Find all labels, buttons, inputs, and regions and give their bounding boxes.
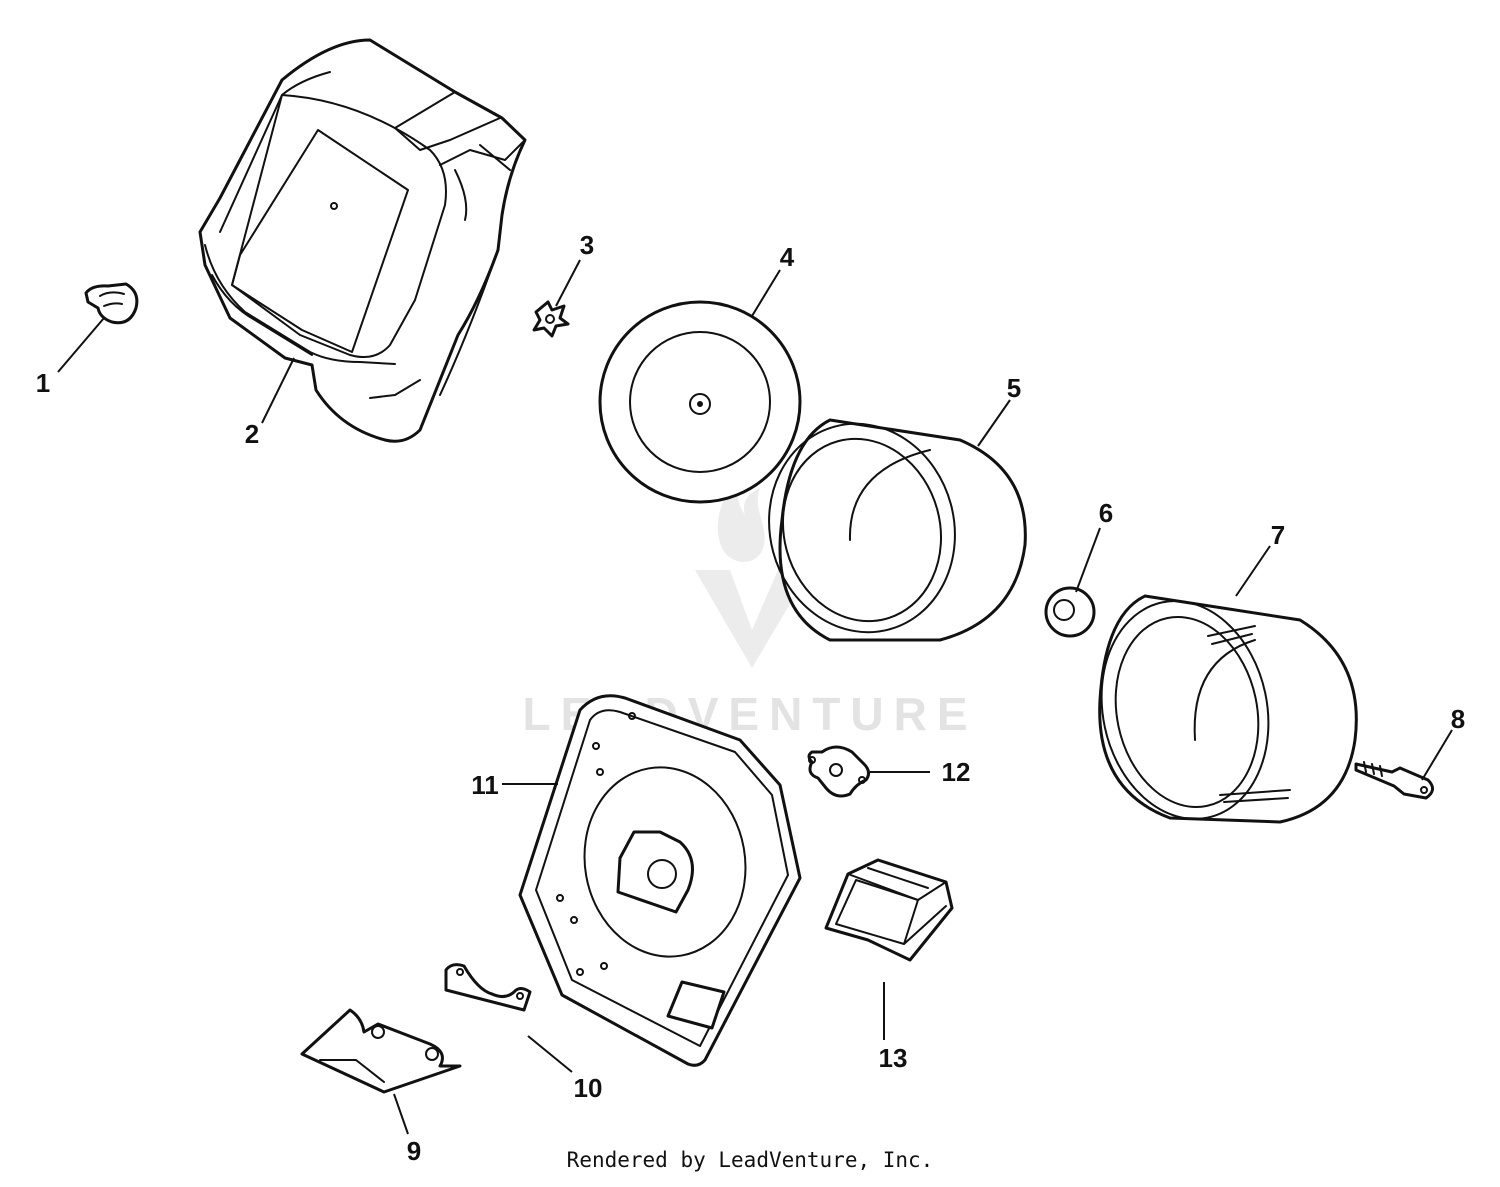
callout-5: 5	[1007, 373, 1021, 403]
part-12-gasket[interactable]	[807, 745, 871, 798]
callout-2: 2	[245, 419, 259, 449]
leader-10	[527, 1035, 573, 1073]
leader-5	[977, 399, 1011, 447]
leader-2	[261, 357, 295, 424]
callout-9: 9	[407, 1136, 421, 1166]
callout-13: 13	[879, 1043, 908, 1073]
callout-12: 12	[942, 757, 971, 787]
callout-3: 3	[580, 230, 594, 260]
leader-9	[393, 1093, 409, 1135]
callout-7: 7	[1271, 520, 1285, 550]
part-9-bracket[interactable]	[300, 1008, 462, 1094]
leader-7	[1235, 545, 1271, 597]
callout-4: 4	[780, 242, 795, 272]
leader-6	[1075, 527, 1101, 593]
part-10-plate[interactable]	[444, 963, 532, 1012]
footer-credit: Rendered by LeadVenture, Inc.	[566, 1148, 934, 1172]
leader-3	[555, 259, 581, 307]
part-8-screw[interactable]	[1354, 761, 1434, 800]
leader-lines	[57, 259, 1453, 1135]
leader-1	[57, 317, 105, 373]
leader-8	[1421, 729, 1453, 781]
part-5-precleaner[interactable]	[746, 403, 1027, 653]
part-11-base[interactable]	[518, 694, 802, 1067]
part-2-air-cleaner-cover[interactable]	[198, 38, 527, 443]
part-3-wing-nut[interactable]	[532, 300, 570, 338]
callout-10: 10	[574, 1073, 603, 1103]
callout-6: 6	[1099, 498, 1113, 528]
leader-4	[751, 269, 781, 317]
part-4-element-cover[interactable]	[598, 300, 802, 504]
callout-11: 11	[471, 770, 499, 800]
part-6-seal[interactable]	[1044, 586, 1096, 638]
part-13-adapter[interactable]	[824, 858, 954, 962]
part-7-air-filter-element[interactable]	[1082, 585, 1358, 834]
callout-8: 8	[1451, 704, 1465, 734]
callout-1: 1	[36, 368, 50, 398]
part-1-clip[interactable]	[84, 282, 139, 325]
